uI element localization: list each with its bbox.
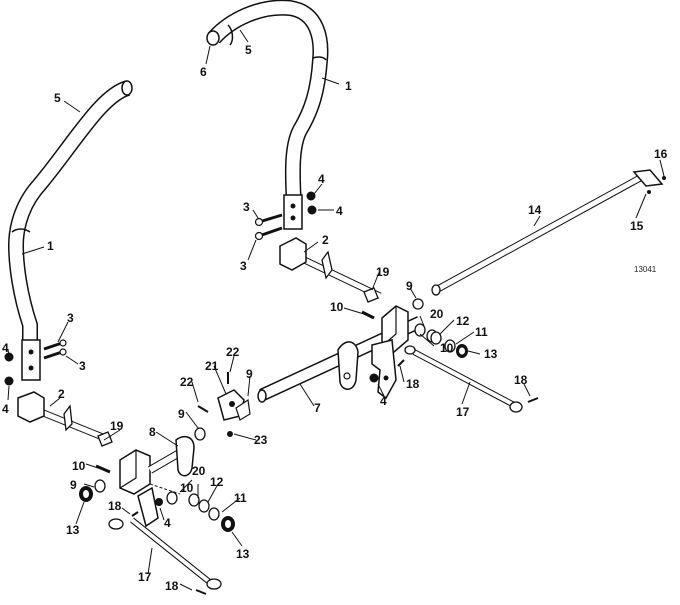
left-handle-bolts (43, 339, 67, 360)
callout-3-right-upper: 3 (243, 200, 250, 214)
callout-labels: 1 1 2 2 3 3 3 3 4 4 4 4 4 4 5 5 6 7 8 9 … (2, 43, 668, 593)
left-handle-tube (7, 80, 133, 355)
right-handle-nuts (306, 191, 317, 215)
callout-18-left-inner: 18 (108, 499, 122, 513)
callout-9-center-upper: 9 (246, 367, 253, 381)
callout-3-right-lower: 3 (240, 259, 247, 273)
right-pivot-shaft (279, 237, 382, 300)
callout-8-bracket: 8 (149, 425, 156, 439)
callout-13-left: 13 (66, 523, 80, 537)
callout-22-lower: 22 (180, 375, 194, 389)
callout-21-pivot: 21 (205, 359, 219, 373)
callout-12-right: 12 (456, 314, 470, 328)
left-pivot-shaft (17, 391, 113, 447)
callout-10-left-washer: 10 (180, 481, 194, 495)
callout-4-center-left: 4 (164, 516, 171, 530)
callout-18-left-outer: 18 (165, 579, 179, 593)
callout-2-right-shaft: 2 (322, 233, 329, 247)
callout-19-left: 19 (110, 419, 124, 433)
callout-13-center: 13 (236, 547, 250, 561)
right-bolt-10 (361, 310, 375, 320)
callout-19-right: 19 (376, 265, 390, 279)
callout-22-upper: 22 (226, 345, 240, 359)
callout-9-right-bushing: 9 (406, 279, 413, 293)
left-washer-stack (79, 464, 235, 532)
callout-11-left: 11 (234, 491, 247, 505)
left-handle-nuts (4, 352, 14, 386)
callout-2-left-shaft: 2 (58, 387, 65, 401)
callout-10-left-bolt: 10 (72, 459, 86, 473)
drawing-number: 13041 (634, 265, 657, 274)
callout-10-right-washer: 10 (440, 341, 454, 355)
callout-17-left-rod: 17 (138, 570, 152, 584)
callout-15-bracket: 15 (630, 219, 644, 233)
center-pivot-bracket (197, 372, 251, 437)
callout-4-right-lower: 4 (336, 204, 343, 218)
left-link-rod (108, 511, 222, 595)
right-link-rod (397, 345, 539, 413)
right-handle-bracket (283, 194, 303, 230)
right-handle-tube (206, 0, 329, 206)
right-handle-bolts (254, 213, 283, 241)
leader-lines (7, 29, 665, 591)
right-mounting-bracket (371, 339, 397, 400)
callout-10-right-bolt: 10 (330, 300, 344, 314)
callout-4-right-upper: 4 (318, 172, 325, 186)
callout-11-right: 11 (475, 325, 488, 339)
callout-23-nut: 23 (254, 433, 268, 447)
callout-9-center-lower: 9 (178, 407, 185, 421)
callout-20-right: 20 (430, 307, 444, 321)
callout-13-right: 13 (484, 347, 498, 361)
callout-6-cap: 6 (200, 65, 207, 79)
callout-1-right-handle: 1 (345, 79, 352, 93)
callout-18-right-outer: 18 (514, 373, 528, 387)
callout-17-right-rod: 17 (456, 405, 470, 419)
callout-4-left-upper: 4 (2, 341, 9, 355)
callout-12-left: 12 (210, 475, 224, 489)
callout-9-left: 9 (70, 478, 77, 492)
left-handle-bracket (21, 339, 41, 381)
callout-16-end: 16 (654, 147, 668, 161)
callout-5-right-grip: 5 (245, 43, 252, 57)
right-bushing (363, 287, 424, 310)
callout-4-center-right: 4 (380, 394, 387, 408)
callout-14-long-rod: 14 (528, 203, 542, 217)
callout-7-shaft: 7 (314, 401, 321, 415)
callout-5-left-grip: 5 (54, 91, 61, 105)
left-pivot-block (119, 449, 151, 495)
callout-1-left-handle: 1 (47, 239, 54, 253)
callout-18-right-inner: 18 (406, 377, 420, 391)
left-cross-shaft (137, 427, 206, 528)
callout-4-left-lower: 4 (2, 402, 9, 416)
callout-3-left-lower: 3 (79, 359, 86, 373)
callout-20-left: 20 (192, 464, 206, 478)
long-control-rod (431, 169, 666, 296)
right-washer-stack (369, 323, 468, 383)
callout-3-left-upper: 3 (67, 311, 74, 325)
